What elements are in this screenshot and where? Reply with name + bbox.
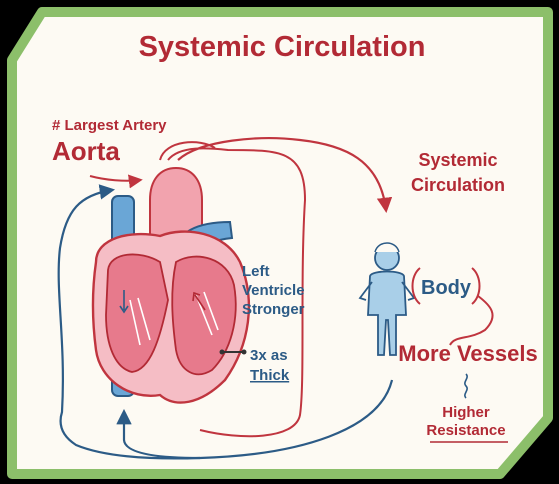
thickness-label-1: 3x as	[250, 347, 288, 364]
aorta-label: Aorta	[52, 136, 120, 166]
left-ventricle-label-2: Ventricle	[242, 282, 305, 299]
thickness-label-2: Thick	[250, 367, 290, 384]
systemic-circulation-label-2: Circulation	[411, 175, 505, 195]
left-ventricle-label-3: Stronger	[242, 301, 305, 318]
left-ventricle-label-1: Left	[242, 263, 270, 280]
page-title: Systemic Circulation	[139, 31, 426, 63]
largest-artery-label: # Largest Artery	[52, 117, 167, 134]
resistance-label: Resistance	[426, 422, 505, 439]
systemic-circulation-label-1: Systemic	[418, 150, 497, 170]
body-label: Body	[421, 277, 472, 299]
higher-label: Higher	[442, 404, 490, 421]
more-vessels-label: More Vessels	[398, 341, 537, 366]
